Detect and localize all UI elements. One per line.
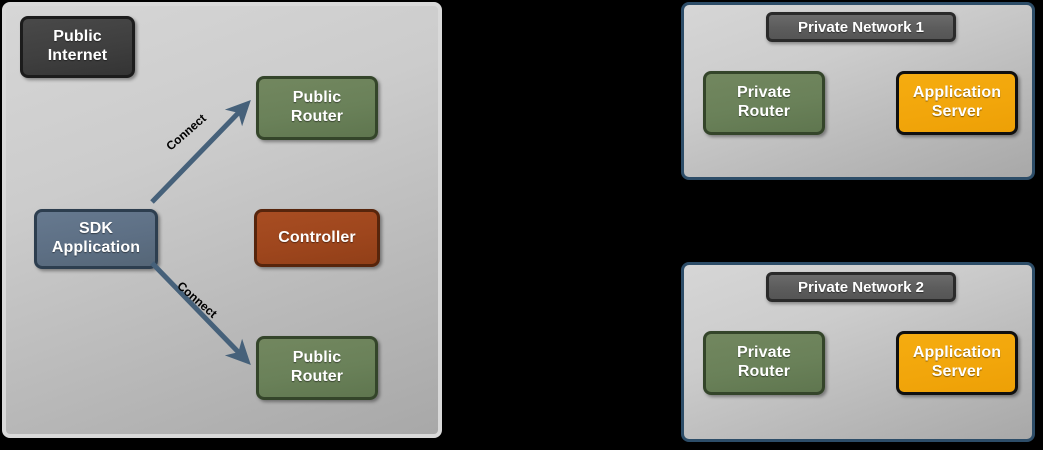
- node-public-router-top-label-line1: Public: [292, 89, 342, 107]
- node-public-router-bottom-label-line2: Router: [290, 368, 344, 385]
- node-public-router-bottom-label: Public Router: [291, 349, 343, 387]
- node-public-internet-label: Public Internet: [48, 28, 107, 66]
- node-private-router-1-label-line1: Private: [736, 84, 792, 102]
- node-sdk-application[interactable]: SDK Application: [34, 209, 158, 269]
- node-sdk-application-label-line1: SDK: [78, 220, 114, 238]
- node-private-router-2-label: Private Router: [737, 344, 791, 382]
- node-private-router-2-label-line2: Router: [737, 363, 791, 380]
- public-zone-panel: Public Internet Public Router Controller…: [2, 2, 442, 438]
- node-private-router-2[interactable]: Private Router: [703, 331, 825, 395]
- node-private-router-2-label-line1: Private: [736, 344, 792, 362]
- private-network-1-title-chip[interactable]: Private Network 1: [766, 12, 956, 42]
- private-network-2-title-chip[interactable]: Private Network 2: [766, 272, 956, 302]
- node-application-server-1-label: Application Server: [913, 84, 1001, 122]
- private-network-2-title-label: Private Network 2: [798, 278, 924, 296]
- node-application-server-1[interactable]: Application Server: [896, 71, 1018, 135]
- private-network-1-title-label: Private Network 1: [798, 18, 924, 36]
- node-controller-label: Controller: [278, 228, 356, 246]
- node-public-internet-label-line1: Public: [53, 28, 102, 46]
- node-application-server-2-label-line2: Server: [931, 363, 983, 380]
- node-sdk-application-label-line2: Application: [51, 239, 141, 256]
- node-application-server-2-label-line1: Application: [912, 344, 1002, 362]
- node-application-server-1-label-line2: Server: [931, 103, 983, 120]
- node-public-router-top-label-line2: Router: [290, 108, 344, 125]
- node-public-router-top[interactable]: Public Router: [256, 76, 378, 140]
- node-sdk-application-label: SDK Application: [52, 220, 140, 258]
- node-private-router-1-label: Private Router: [737, 84, 791, 122]
- node-public-internet[interactable]: Public Internet: [20, 16, 135, 78]
- node-controller[interactable]: Controller: [254, 209, 380, 267]
- node-private-router-1-label-line2: Router: [737, 103, 791, 120]
- node-application-server-2-label: Application Server: [913, 344, 1001, 382]
- node-application-server-1-label-line1: Application: [912, 84, 1002, 102]
- node-application-server-2[interactable]: Application Server: [896, 331, 1018, 395]
- node-private-router-1[interactable]: Private Router: [703, 71, 825, 135]
- node-public-router-bottom-label-line1: Public: [292, 349, 342, 367]
- node-public-internet-label-line2: Internet: [47, 47, 108, 64]
- node-public-router-top-label: Public Router: [291, 89, 343, 127]
- node-public-router-bottom[interactable]: Public Router: [256, 336, 378, 400]
